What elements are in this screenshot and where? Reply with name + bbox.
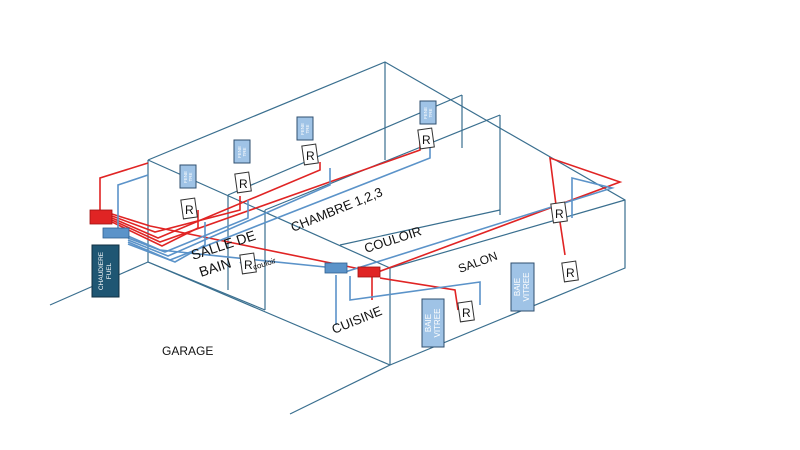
radiator-1: R (180, 197, 198, 220)
radiator-2-label: R (239, 177, 248, 191)
radiator-3: R (301, 143, 319, 166)
radiator-1-label: R (185, 203, 194, 217)
return-water-pipes (117, 145, 615, 325)
house-walls (49, 61, 626, 415)
bay-window-salon-label-1: BAIE (513, 278, 522, 296)
hot-collector-kitchen (357, 266, 381, 278)
window-1: FENE TRE (179, 164, 197, 189)
boiler: CHAUDIERE FUEL (91, 244, 120, 298)
bay-window-kitchen-label-1: BAIE (424, 314, 433, 332)
room-label-garage: GARAGE (162, 344, 213, 358)
radiator-7: R (561, 260, 579, 283)
radiator-5-label: R (244, 258, 253, 272)
cold-collector-garage (102, 227, 130, 239)
radiator-4: R (417, 127, 435, 150)
window-3: FENE TRE (296, 116, 314, 141)
bay-window-kitchen: BAIE VITREE (421, 298, 445, 348)
bay-window-salon: BAIE VITREE (510, 262, 535, 312)
window-1-label-1: FENE (183, 171, 188, 183)
window-2: FENE TRE (233, 139, 251, 164)
window-1-label-2: TRE (188, 173, 193, 182)
window-3-label-1: FENE (300, 123, 305, 135)
radiator-6: R (550, 201, 568, 224)
radiator-4-label: R (422, 133, 431, 147)
window-4-label-2: TRE (428, 109, 433, 118)
window-2-label-1: FENE (237, 146, 242, 158)
bay-window-salon-label-2: VITREE (522, 273, 531, 302)
radiator-2: R (234, 171, 252, 194)
radiator-3-label: R (306, 149, 315, 163)
window-2-label-2: TRE (242, 148, 247, 157)
room-label-cuisine: CUISINE (330, 303, 385, 337)
room-label-salon: SALON (456, 249, 499, 276)
hot-water-pipes (99, 140, 623, 311)
radiator-8-label: R (462, 306, 471, 320)
window-4-label-1: FENE (423, 107, 428, 119)
radiator-7-label: R (566, 266, 575, 280)
radiator-6-label: R (555, 207, 564, 221)
window-4: FENE TRE (419, 100, 437, 125)
radiator-8: R (457, 300, 475, 323)
hot-collector-garage (89, 209, 113, 225)
bay-window-kitchen-label-2: VITREE (433, 309, 442, 338)
boiler-label-line1: CHAUDIERE (98, 251, 105, 290)
window-3-label-2: TRE (305, 125, 310, 134)
radiator-5: R (239, 252, 257, 275)
boiler-label-line2: FUEL (106, 262, 113, 279)
cold-collector-kitchen (324, 262, 348, 274)
